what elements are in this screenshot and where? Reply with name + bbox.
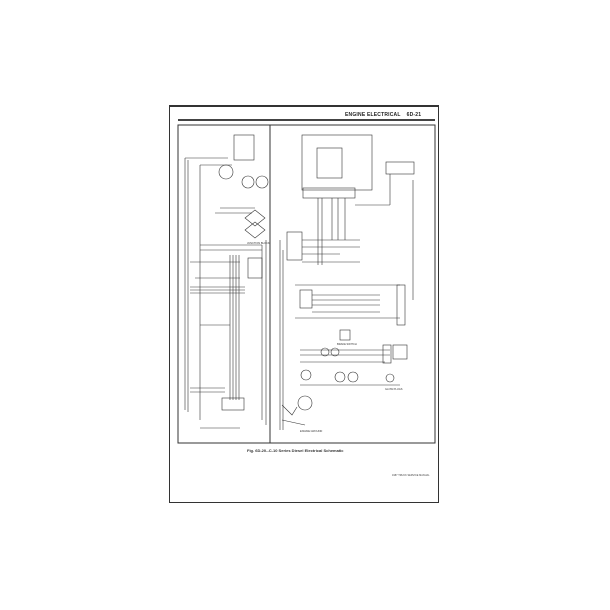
- header-rule: [178, 119, 435, 121]
- left-wiring: [184, 134, 269, 429]
- page-number: 6D-21: [406, 112, 422, 118]
- figure-caption: Fig. 6D-20--C-10 Series Diesel Electrica…: [247, 448, 344, 453]
- engine-ground-label: ENGINE GROUND: [300, 429, 322, 433]
- brake-switch-label: BRAKE SWITCH: [337, 342, 357, 346]
- diagram-frame: [177, 124, 436, 444]
- section-title: ENGINE ELECTRICAL: [345, 112, 401, 118]
- junction-block-label: JUNCTION BLOCK: [247, 241, 270, 245]
- right-wiring: [279, 134, 415, 430]
- page-footer: 1987 TRUCK SERVICE MANUAL: [392, 474, 430, 477]
- page-header: ENGINE ELECTRICAL 6D-21: [345, 112, 421, 118]
- glow-plugs-label: GLOW PLUGS: [385, 387, 403, 391]
- manual-page: [169, 105, 439, 503]
